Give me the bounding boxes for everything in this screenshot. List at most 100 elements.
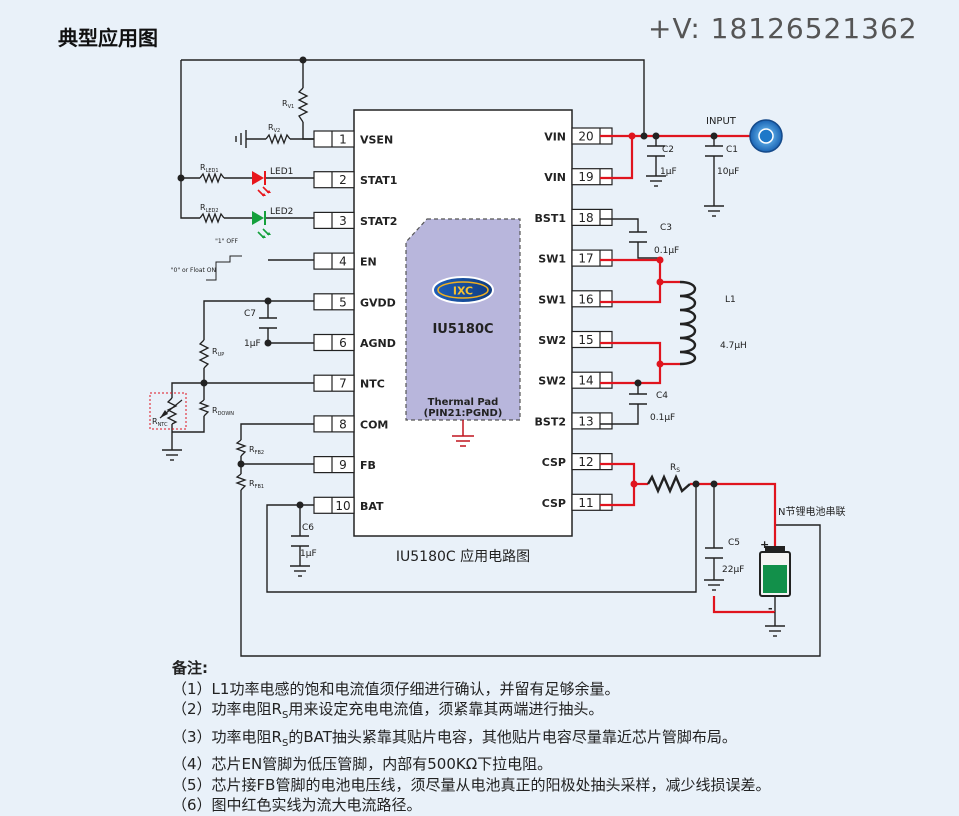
chip-logo: IXC <box>432 276 494 304</box>
note-item: （5）芯片接FB管脚的电池电压线，须尽量从电池真正的阳极处抽头采样，减少线损误差… <box>172 775 771 794</box>
input-connector-icon <box>749 119 783 153</box>
chip-name: IU5180C <box>432 322 493 337</box>
resistor-rled1 <box>199 172 225 184</box>
pin-18: 18 BST1 <box>535 208 613 226</box>
pin-number: 8 <box>339 417 347 431</box>
capacitor-c7 <box>259 317 277 329</box>
pin-number: 1 <box>339 133 347 147</box>
ground-icon <box>162 449 182 461</box>
label-battery-minus: - <box>768 602 773 615</box>
note-item: （1）L1功率电感的饱和电流值须仔细进行确认，并留有足够余量。 <box>172 679 620 698</box>
pin-name: STAT1 <box>360 174 397 187</box>
note-item: （4）芯片EN管脚为低压管脚，内部有500KΩ下拉电阻。 <box>172 755 553 773</box>
label-c5-value: 22μF <box>722 565 744 575</box>
led2-icon <box>252 211 271 239</box>
ground-icon <box>704 579 724 591</box>
pin-number: 7 <box>339 377 347 391</box>
resistor-rntc <box>166 397 178 425</box>
label-c5: C5 <box>728 538 740 548</box>
chip-caption: IU5180C 应用电路图 <box>396 548 530 565</box>
label-rfb2: RFB2 <box>249 445 264 456</box>
capacitor-c5 <box>705 547 723 559</box>
pin-name: VIN <box>544 131 566 144</box>
pin-number: 9 <box>339 458 347 472</box>
resistor-rdown <box>198 399 210 417</box>
resistor-rfb1 <box>235 473 247 491</box>
pin-name: SW1 <box>538 253 566 266</box>
thermal-pad <box>405 218 521 421</box>
pin-name: EN <box>360 256 377 269</box>
inductor-l1 <box>679 280 697 366</box>
label-rled2: RLED2 <box>200 203 219 214</box>
capacitor-c2 <box>647 145 665 157</box>
ntc-box <box>149 392 187 430</box>
pin-number: 5 <box>339 295 347 309</box>
page-title: 典型应用图 <box>58 26 158 50</box>
notes-list: （1）L1功率电感的饱和电流值须仔细进行确认，并留有足够余量。（2）功率电阻RS… <box>172 679 932 816</box>
pin-1: 1 VSEN <box>313 130 393 148</box>
label-input: INPUT <box>706 116 737 127</box>
pin-name: SW2 <box>538 375 566 388</box>
notes-section: 备注: （1）L1功率电感的饱和电流值须仔细进行确认，并留有足够余量。（2）功率… <box>172 658 932 816</box>
pin-number: 6 <box>339 336 347 350</box>
pin-number: 14 <box>578 374 593 388</box>
capacitors <box>259 145 723 559</box>
label-rv2: RV2 <box>268 123 280 134</box>
label-battery-plus: + <box>760 538 769 551</box>
label-c6-value: 1μF <box>300 549 317 559</box>
pin-name: BST1 <box>535 212 566 225</box>
resistor-rfb2 <box>235 439 247 457</box>
resistor-rv2 <box>265 133 291 145</box>
contact-number: +V: 18126521362 <box>648 12 918 45</box>
ground-icon <box>765 625 785 637</box>
label-en-on: "0" or Float ON <box>171 267 216 274</box>
junction-dots <box>177 56 718 509</box>
label-rfb1: RFB1 <box>249 479 264 490</box>
label-c7-value: 1μF <box>244 339 261 349</box>
pin-number: 2 <box>339 173 347 187</box>
pin-name: GVDD <box>360 296 396 309</box>
note-item: （3）功率电阻RS的BAT抽头紧靠其贴片电容，其他贴片电容尽量靠近芯片管脚布局。 <box>172 727 737 749</box>
pin-name: BST2 <box>535 415 566 428</box>
resistors <box>166 87 309 491</box>
pin-number: 19 <box>578 170 593 184</box>
notes-heading: 备注: <box>172 659 208 677</box>
pin-number: 17 <box>578 252 593 266</box>
label-rntc: RNTC <box>152 417 168 428</box>
label-c1: C1 <box>726 145 738 155</box>
capacitor-c3 <box>629 231 647 243</box>
pad-ground-icon <box>452 435 474 447</box>
power-paths <box>600 134 777 614</box>
resistor-rv1 <box>297 87 309 123</box>
pin-name: AGND <box>360 337 396 350</box>
label-c1-value: 10μF <box>717 167 739 177</box>
pin-17: 17 SW1 <box>538 249 613 267</box>
resistor-rup <box>198 339 210 369</box>
led1-icon <box>252 171 271 197</box>
pin-number: 18 <box>578 211 593 225</box>
pin-name: NTC <box>360 378 385 391</box>
ground-icon <box>290 565 310 577</box>
label-led2: LED2 <box>270 207 293 217</box>
pin-number: 13 <box>578 414 593 428</box>
label-battery: N节锂电池串联 <box>778 505 845 518</box>
resistor-rled2 <box>199 212 225 224</box>
pin-number: 15 <box>578 333 593 347</box>
pin-14: 14 SW2 <box>538 371 613 389</box>
pin-number: 12 <box>578 455 593 469</box>
pad-label-2: (PIN21:PGND) <box>424 408 503 419</box>
pin-number: 3 <box>339 214 347 228</box>
pin-name: FB <box>360 459 376 472</box>
ground-icon <box>235 130 247 148</box>
note-item: （6）图中红色实线为流大电流路径。 <box>172 796 422 814</box>
label-c4: C4 <box>656 391 668 401</box>
label-c7: C7 <box>244 309 256 319</box>
pin-name: VSEN <box>360 134 393 147</box>
capacitor-c1 <box>705 145 723 157</box>
